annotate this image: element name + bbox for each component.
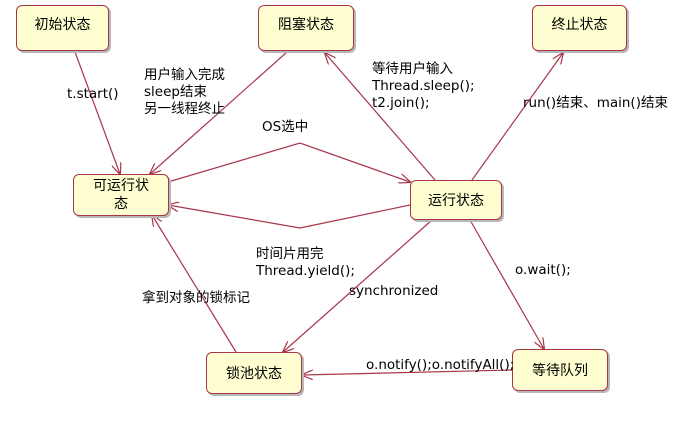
arrow-terminate (471, 53, 563, 181)
label-wait: o.wait(); (515, 262, 571, 278)
arrow-notify (302, 369, 513, 375)
state-initial: 初始状态 (16, 5, 109, 51)
label-timeslice: 时间片用完 Thread.yield(); (256, 246, 355, 279)
label-synchronized: synchronized (349, 283, 439, 299)
label-unblock: 用户输入完成 sleep结束 另一线程终止 (144, 67, 225, 117)
arrow-wait (469, 219, 544, 349)
state-terminated: 终止状态 (532, 5, 627, 51)
arrow-start (74, 51, 120, 174)
label-block: 等待用户输入 Thread.sleep(); t2.join(); (372, 61, 475, 111)
state-blocked: 阻塞状态 (258, 5, 354, 51)
label-notify: o.notify();o.notifyAll(); (366, 357, 515, 373)
state-lock-pool: 锁池状态 (206, 352, 302, 394)
arrow-unblock (150, 51, 288, 174)
state-wait-queue: 等待队列 (512, 349, 608, 391)
arrow-block (325, 53, 436, 181)
label-os-select: OS选中 (262, 119, 309, 135)
arrow-acquire-lock (152, 215, 237, 353)
arrow-timeslice (168, 205, 411, 229)
label-start: t.start() (67, 86, 119, 102)
label-acquire-lock: 拿到对象的锁标记 (142, 290, 250, 306)
arrow-os-select (167, 142, 410, 182)
label-terminate: run()结束、main()结束 (523, 95, 668, 111)
state-running: 运行状态 (410, 180, 502, 220)
state-runnable: 可运行状 态 (73, 174, 169, 216)
arrow-synchronized (283, 219, 433, 352)
